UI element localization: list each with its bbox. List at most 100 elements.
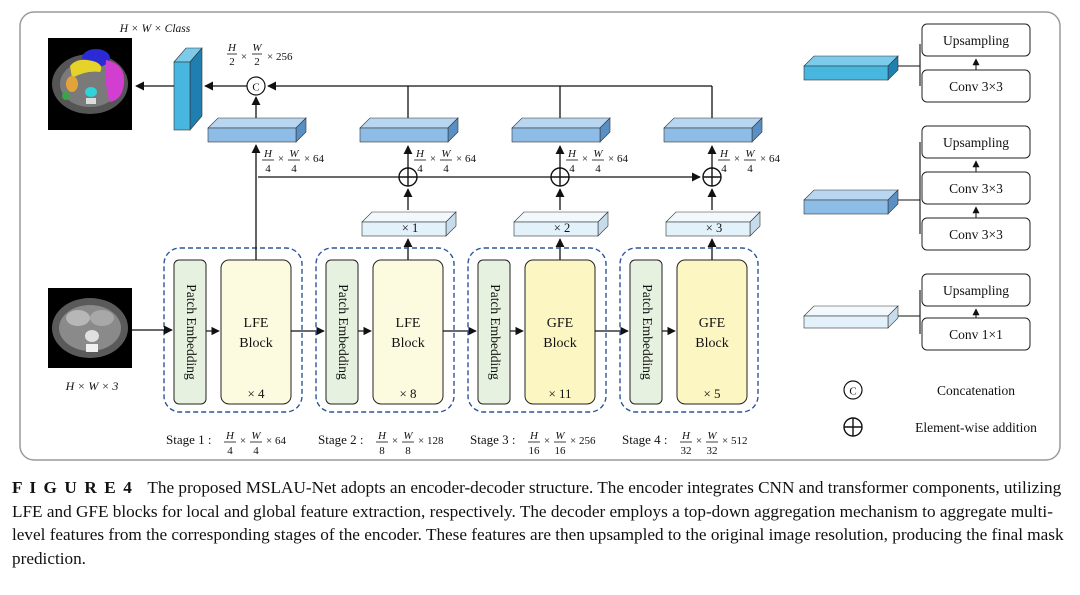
stage-caption-3: Stage 3 :H16×W16× 256 [470, 430, 596, 457]
input-ct-image [48, 288, 132, 368]
caption-text: The proposed MSLAU-Net adopts an encoder… [12, 478, 1064, 568]
svg-text:GFE: GFE [699, 316, 725, 331]
svg-text:H: H [567, 148, 577, 160]
svg-text:4: 4 [595, 163, 601, 175]
svg-text:Block: Block [239, 336, 272, 351]
svg-text:Upsampling: Upsampling [943, 33, 1009, 48]
svg-text:Stage 3 :: Stage 3 : [470, 432, 516, 447]
svg-text:× 11: × 11 [548, 386, 571, 401]
svg-text:8: 8 [379, 445, 385, 457]
svg-text:H: H [377, 430, 387, 442]
concat-size-label: H 2 × W 2 × 256 [227, 42, 293, 68]
svg-text:× 3: × 3 [706, 221, 722, 235]
decoder-feature-slab-4 [663, 117, 763, 143]
figure-label: F I G U R E 4 [12, 478, 134, 497]
svg-text:W: W [252, 42, 262, 54]
skip-size-label-1: H 4 × W 4 × 64 [262, 148, 324, 175]
svg-text:× 64: × 64 [266, 435, 286, 447]
svg-text:Patch Embedding: Patch Embedding [184, 284, 199, 380]
svg-text:8: 8 [405, 445, 411, 457]
legend-add: Element-wise addition [843, 417, 1037, 437]
svg-text:× 256: × 256 [570, 435, 596, 447]
svg-text:× 1: × 1 [402, 221, 418, 235]
svg-text:Patch Embedding: Patch Embedding [488, 284, 503, 380]
svg-text:32: 32 [681, 445, 692, 457]
svg-text:Patch Embedding: Patch Embedding [336, 284, 351, 380]
svg-text:C: C [849, 386, 856, 398]
svg-text:× 64: × 64 [760, 153, 780, 165]
output-segmentation-image [48, 38, 132, 130]
add-node-3 [550, 145, 570, 210]
svg-text:Conv 3×3: Conv 3×3 [949, 79, 1003, 94]
svg-text:×: × [278, 153, 284, 165]
svg-text:H: H [719, 148, 729, 160]
svg-text:×: × [241, 51, 247, 63]
svg-text:Conv 3×3: Conv 3×3 [949, 181, 1003, 196]
svg-text:H: H [681, 430, 691, 442]
svg-text:× 8: × 8 [399, 386, 416, 401]
svg-text:× 64: × 64 [304, 153, 324, 165]
svg-text:×: × [240, 435, 246, 447]
skip-size-label-4: H4×W4× 64 [718, 148, 780, 175]
svg-text:×: × [734, 153, 740, 165]
svg-text:4: 4 [443, 163, 449, 175]
svg-text:4: 4 [417, 163, 423, 175]
svg-text:32: 32 [707, 445, 718, 457]
svg-text:4: 4 [291, 163, 297, 175]
svg-text:× 128: × 128 [418, 435, 444, 447]
output-feature-map [173, 47, 203, 131]
svg-text:4: 4 [721, 163, 727, 175]
svg-text:× 256: × 256 [267, 51, 293, 63]
svg-text:Upsampling: Upsampling [943, 283, 1009, 298]
svg-text:4: 4 [227, 445, 233, 457]
svg-text:4: 4 [265, 163, 271, 175]
svg-text:Upsampling: Upsampling [943, 135, 1009, 150]
add-node-4 [702, 145, 722, 210]
svg-text:Concatenation: Concatenation [937, 383, 1015, 398]
skip-size-label-3: H4×W4× 64 [566, 148, 628, 175]
upsample-slab-4: × 3 [665, 211, 761, 237]
svg-text:W: W [441, 148, 451, 160]
figure-frame [19, 11, 1061, 461]
input-size-label: H × W × 3 [65, 379, 119, 393]
upsample-slab-2: × 1 [361, 211, 457, 237]
svg-text:Element-wise addition: Element-wise addition [915, 420, 1037, 435]
legend-concat: C Concatenation [843, 380, 1015, 400]
svg-text:16: 16 [555, 445, 567, 457]
svg-text:W: W [289, 148, 299, 160]
architecture-diagram: H × W × Class H 2 × W 2 × 256 C H4×W4× 6… [19, 11, 1061, 461]
svg-text:×: × [430, 153, 436, 165]
stage-caption-4: Stage 4 :H32×W32× 512 [622, 430, 747, 457]
svg-text:× 64: × 64 [608, 153, 628, 165]
legend-light-block: Upsampling Conv 1×1 [803, 273, 1031, 351]
svg-text:Block: Block [543, 336, 576, 351]
svg-text:Stage 4 :: Stage 4 : [622, 432, 668, 447]
add-node-2 [398, 145, 418, 210]
svg-text:4: 4 [253, 445, 259, 457]
svg-text:H: H [415, 148, 425, 160]
svg-text:W: W [593, 148, 603, 160]
svg-text:H: H [263, 148, 273, 160]
concat-node-symbol: C [252, 82, 259, 94]
stage-caption-2: Stage 2 :H8×W8× 128 [318, 430, 444, 457]
upsample-slab-3: × 2 [513, 211, 609, 237]
stage-caption-1: Stage 1 :H4×W4× 64 [166, 430, 286, 457]
svg-text:W: W [251, 430, 261, 442]
svg-text:H: H [529, 430, 539, 442]
svg-text:×: × [544, 435, 550, 447]
svg-text:4: 4 [569, 163, 575, 175]
svg-text:4: 4 [747, 163, 753, 175]
svg-text:Conv 3×3: Conv 3×3 [949, 227, 1003, 242]
decoder-feature-slab-1 [207, 117, 307, 143]
svg-text:W: W [555, 430, 565, 442]
svg-text:× 5: × 5 [703, 386, 720, 401]
svg-text:H: H [227, 42, 237, 54]
svg-text:× 64: × 64 [456, 153, 476, 165]
svg-text:×: × [696, 435, 702, 447]
svg-text:W: W [403, 430, 413, 442]
